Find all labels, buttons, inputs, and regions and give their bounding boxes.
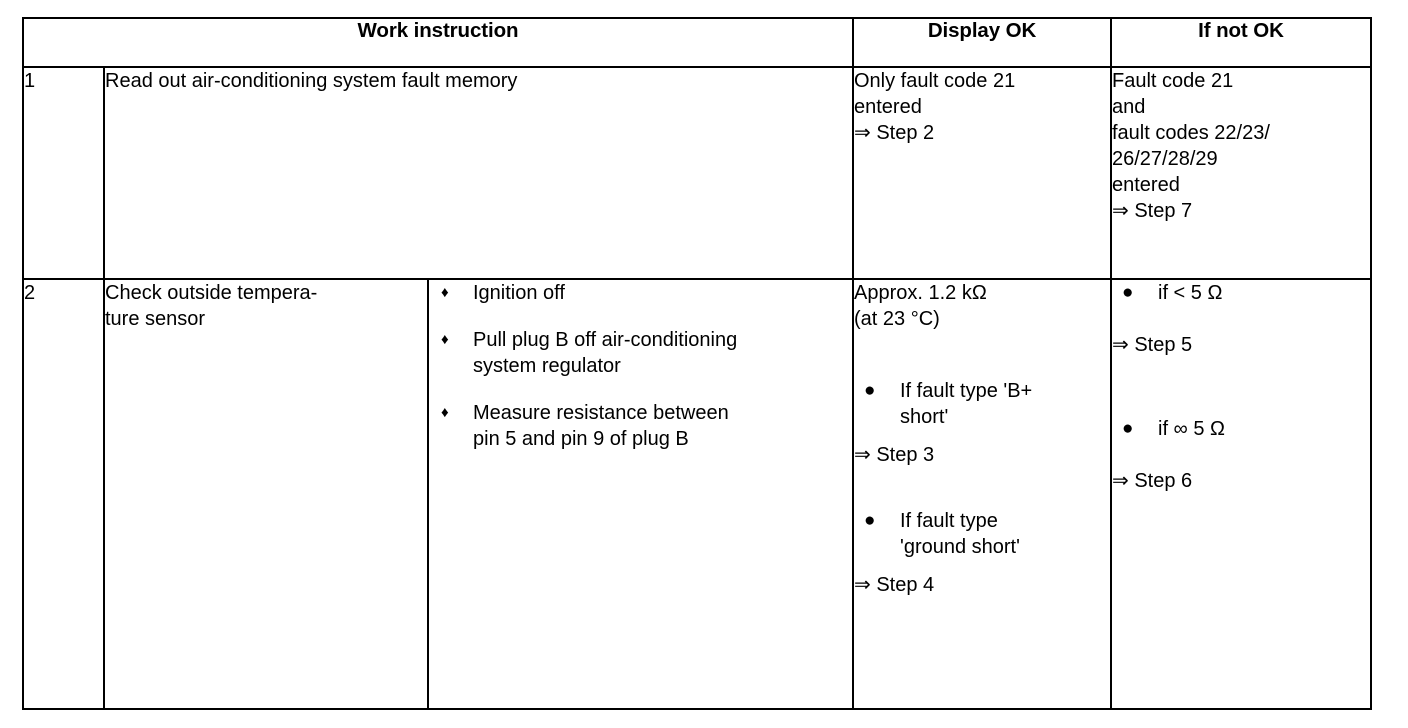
condition-text: if < 5 Ω [1158, 282, 1223, 304]
spacer [854, 430, 1110, 442]
substep-list: ♦ Ignition off ♦ Pull plug B off air-con… [429, 280, 852, 452]
round-bullet-icon: ● [864, 510, 876, 531]
spacer [1112, 358, 1370, 404]
if-not-ok-condition-list: ● if < 5 Ω [1112, 280, 1370, 306]
list-item: ● if ∞ 5 Ω [1112, 416, 1370, 442]
if-not-ok-condition-list: ● if ∞ 5 Ω [1112, 416, 1370, 442]
spacer [1112, 442, 1370, 468]
header-display-ok: Display OK [852, 17, 1112, 68]
display-ok-line: Approx. 1.2 kΩ [854, 282, 987, 304]
spacer [1112, 306, 1370, 332]
list-item: ♦ Measure resistance between pin 5 and p… [429, 400, 852, 452]
display-ok-line: entered [854, 96, 922, 118]
condition-text: If fault type 'B+ short' [900, 380, 1033, 428]
spacer [854, 468, 1110, 508]
display-ok-line: Only fault code 21 [854, 70, 1016, 92]
if-not-ok-line: and [1112, 96, 1146, 118]
table-header-row: Work instruction Display OK If not OK [22, 17, 1372, 68]
substep-text: Measure resistance between pin 5 and pin… [473, 402, 729, 450]
round-bullet-icon: ● [1122, 282, 1134, 303]
spacer [854, 560, 1110, 572]
display-ok-condition-list: ● If fault type 'B+ short' [854, 378, 1110, 430]
table-row: 1 Read out air-conditioning system fault… [22, 66, 1372, 280]
display-ok-cell: Approx. 1.2 kΩ (at 23 °C) ● If fault typ… [852, 278, 1112, 710]
if-not-ok-line: fault codes 22/23/ [1112, 122, 1270, 144]
header-work-instruction: Work instruction [22, 17, 854, 68]
diamond-bullet-icon: ♦ [441, 331, 449, 348]
display-ok-condition-list: ● If fault type 'ground short' [854, 508, 1110, 560]
result-step-reference: ⇒ Step 3 [854, 444, 935, 466]
table-row: 2 Check outside tempera- ture sensor ♦ I… [22, 278, 1372, 710]
result-step-reference: ⇒ Step 2 [854, 122, 935, 144]
instruction-text: Check outside tempera- ture sensor [105, 282, 318, 330]
diamond-bullet-icon: ♦ [441, 404, 449, 421]
list-item: ● If fault type 'ground short' [854, 508, 1110, 560]
instruction-substeps-cell: ♦ Ignition off ♦ Pull plug B off air-con… [427, 278, 854, 710]
substep-text: Ignition off [473, 282, 565, 304]
result-step-reference: ⇒ Step 7 [1112, 200, 1193, 222]
list-item: ● If fault type 'B+ short' [854, 378, 1110, 430]
header-if-not-ok: If not OK [1110, 17, 1372, 68]
condition-text: if ∞ 5 Ω [1158, 418, 1226, 440]
step-number-cell: 1 [22, 66, 105, 280]
substep-text: Pull plug B off air-conditioning system … [473, 329, 738, 377]
step-number-cell: 2 [22, 278, 105, 710]
round-bullet-icon: ● [1122, 418, 1134, 439]
condition-text: If fault type 'ground short' [900, 510, 1020, 558]
display-ok-line: (at 23 °C) [854, 308, 940, 330]
if-not-ok-line: 26/27/28/29 [1112, 148, 1218, 170]
list-item: ♦ Ignition off [429, 280, 852, 306]
result-step-reference: ⇒ Step 5 [1112, 334, 1193, 356]
diagnostic-table: Work instruction Display OK If not OK 1 … [22, 17, 1372, 710]
round-bullet-icon: ● [864, 380, 876, 401]
list-item: ♦ Pull plug B off air-conditioning syste… [429, 327, 852, 379]
result-step-reference: ⇒ Step 6 [1112, 470, 1193, 492]
if-not-ok-line: Fault code 21 [1112, 70, 1234, 92]
result-step-reference: ⇒ Step 4 [854, 574, 935, 596]
diamond-bullet-icon: ♦ [441, 284, 449, 301]
if-not-ok-line: entered [1112, 174, 1180, 196]
if-not-ok-cell: Fault code 21 and fault codes 22/23/ 26/… [1110, 66, 1372, 280]
if-not-ok-cell: ● if < 5 Ω ⇒ Step 5 ● if ∞ 5 Ω [1110, 278, 1372, 710]
display-ok-cell: Only fault code 21 entered ⇒ Step 2 [852, 66, 1112, 280]
instruction-cell: Read out air-conditioning system fault m… [103, 66, 854, 280]
list-item: ● if < 5 Ω [1112, 280, 1370, 306]
spacer [1112, 404, 1370, 416]
instruction-cell: Check outside tempera- ture sensor [103, 278, 429, 710]
spacer [854, 332, 1110, 378]
